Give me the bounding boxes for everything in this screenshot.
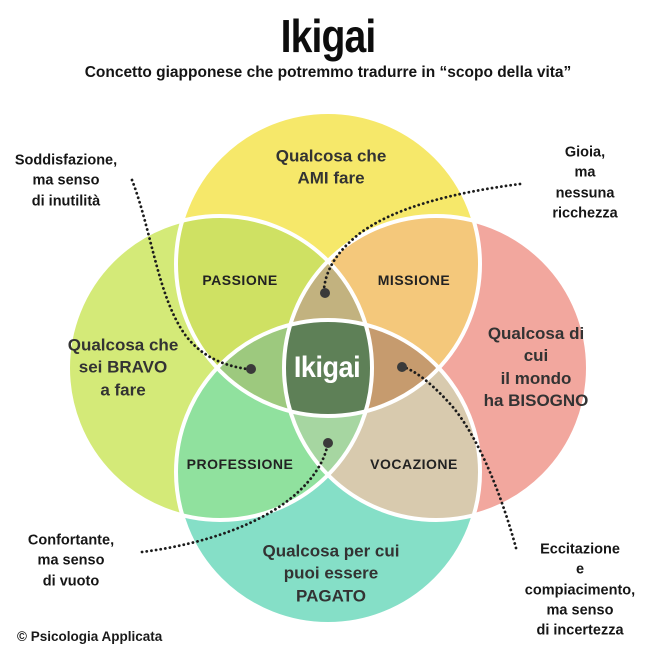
overlap-vocazione-label: VOCAZIONE	[370, 455, 458, 472]
note-top-right: Gioia, ma nessuna ricchezza	[552, 144, 618, 222]
arrow-dot-top-petal	[320, 288, 330, 298]
arrow-dot-left-petal	[246, 364, 256, 374]
petal-bottom-shape	[284, 320, 372, 520]
circle-top-label: Qualcosa che AMI fare	[275, 146, 387, 188]
circle-right-outline	[282, 214, 590, 522]
petal-left-shape	[176, 320, 372, 416]
petal-right-shape	[284, 320, 480, 416]
overlap-missione-label: MISSIONE	[377, 271, 451, 288]
copyright-credit: © Psicologia Applicata	[17, 629, 163, 644]
arrow-bottom-right	[404, 366, 518, 550]
note-bottom-left: Confortante, ma senso di vuoto	[27, 532, 115, 590]
arrow-top-left	[130, 178, 249, 371]
circle-bottom-label: Qualcosa per cui puoi essere PAGATO	[262, 541, 400, 606]
center-ikigai-label: Ikigai	[293, 351, 361, 385]
overlap-professione-label: PROFESSIONE	[186, 455, 294, 472]
page-subtitle: Concetto giapponese che potremmo tradurr…	[84, 63, 572, 81]
circle-left-label: Qualcosa che sei BRAVO a fare	[67, 335, 179, 400]
arrow-top-right	[322, 182, 522, 291]
arrow-bottom-left	[140, 445, 329, 554]
circle-bottom-outline	[174, 318, 482, 626]
page-title: Ikigai	[280, 10, 377, 62]
circle-left-outline	[66, 214, 374, 522]
petal-top-shape	[284, 216, 372, 416]
note-bottom-right: Eccitazione e compiacimento, ma senso di…	[524, 541, 636, 639]
arrow-dot-bottom-petal	[323, 438, 333, 448]
circle-top-outline	[174, 110, 482, 418]
overlap-passione-label: PASSIONE	[202, 271, 278, 288]
note-top-left: Soddisfazione, ma senso di inutilità	[14, 152, 118, 210]
arrow-dot-right-petal	[397, 362, 407, 372]
circle-right-label: Qualcosa di cui il mondo ha BISOGNO	[483, 324, 589, 411]
